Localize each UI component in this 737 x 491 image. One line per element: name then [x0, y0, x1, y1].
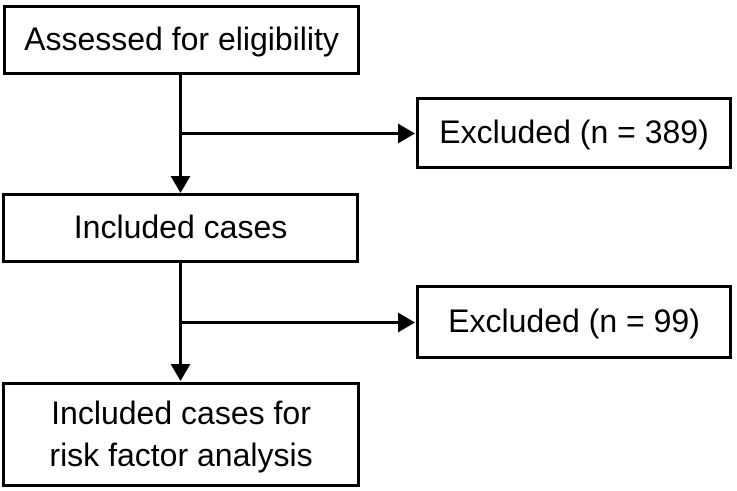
node-excluded-389: Excluded (n = 389)	[416, 97, 732, 169]
node-label-included: Included cases	[73, 209, 288, 246]
node-excluded-99: Excluded (n = 99)	[416, 285, 732, 359]
arrowhead-into-included	[170, 176, 191, 193]
node-label-risk-factor-line2: risk factor analysis	[49, 436, 313, 473]
node-included-for-risk-factor-analysis: Included cases for risk factor analysis	[2, 382, 360, 487]
arrowhead-into-excluded-389	[398, 123, 415, 144]
arrowhead-into-excluded-99	[398, 312, 415, 333]
node-label-excluded-99: Excluded (n = 99)	[448, 303, 700, 340]
node-label-assessed: Assessed for eligibility	[24, 21, 339, 58]
node-assessed-for-eligibility: Assessed for eligibility	[3, 5, 360, 75]
node-label-excluded-389: Excluded (n = 389)	[439, 114, 709, 151]
arrowhead-into-risk-factor	[170, 364, 191, 381]
node-label-risk-factor-line1: Included cases for	[51, 394, 311, 431]
node-included-cases: Included cases	[2, 193, 359, 263]
